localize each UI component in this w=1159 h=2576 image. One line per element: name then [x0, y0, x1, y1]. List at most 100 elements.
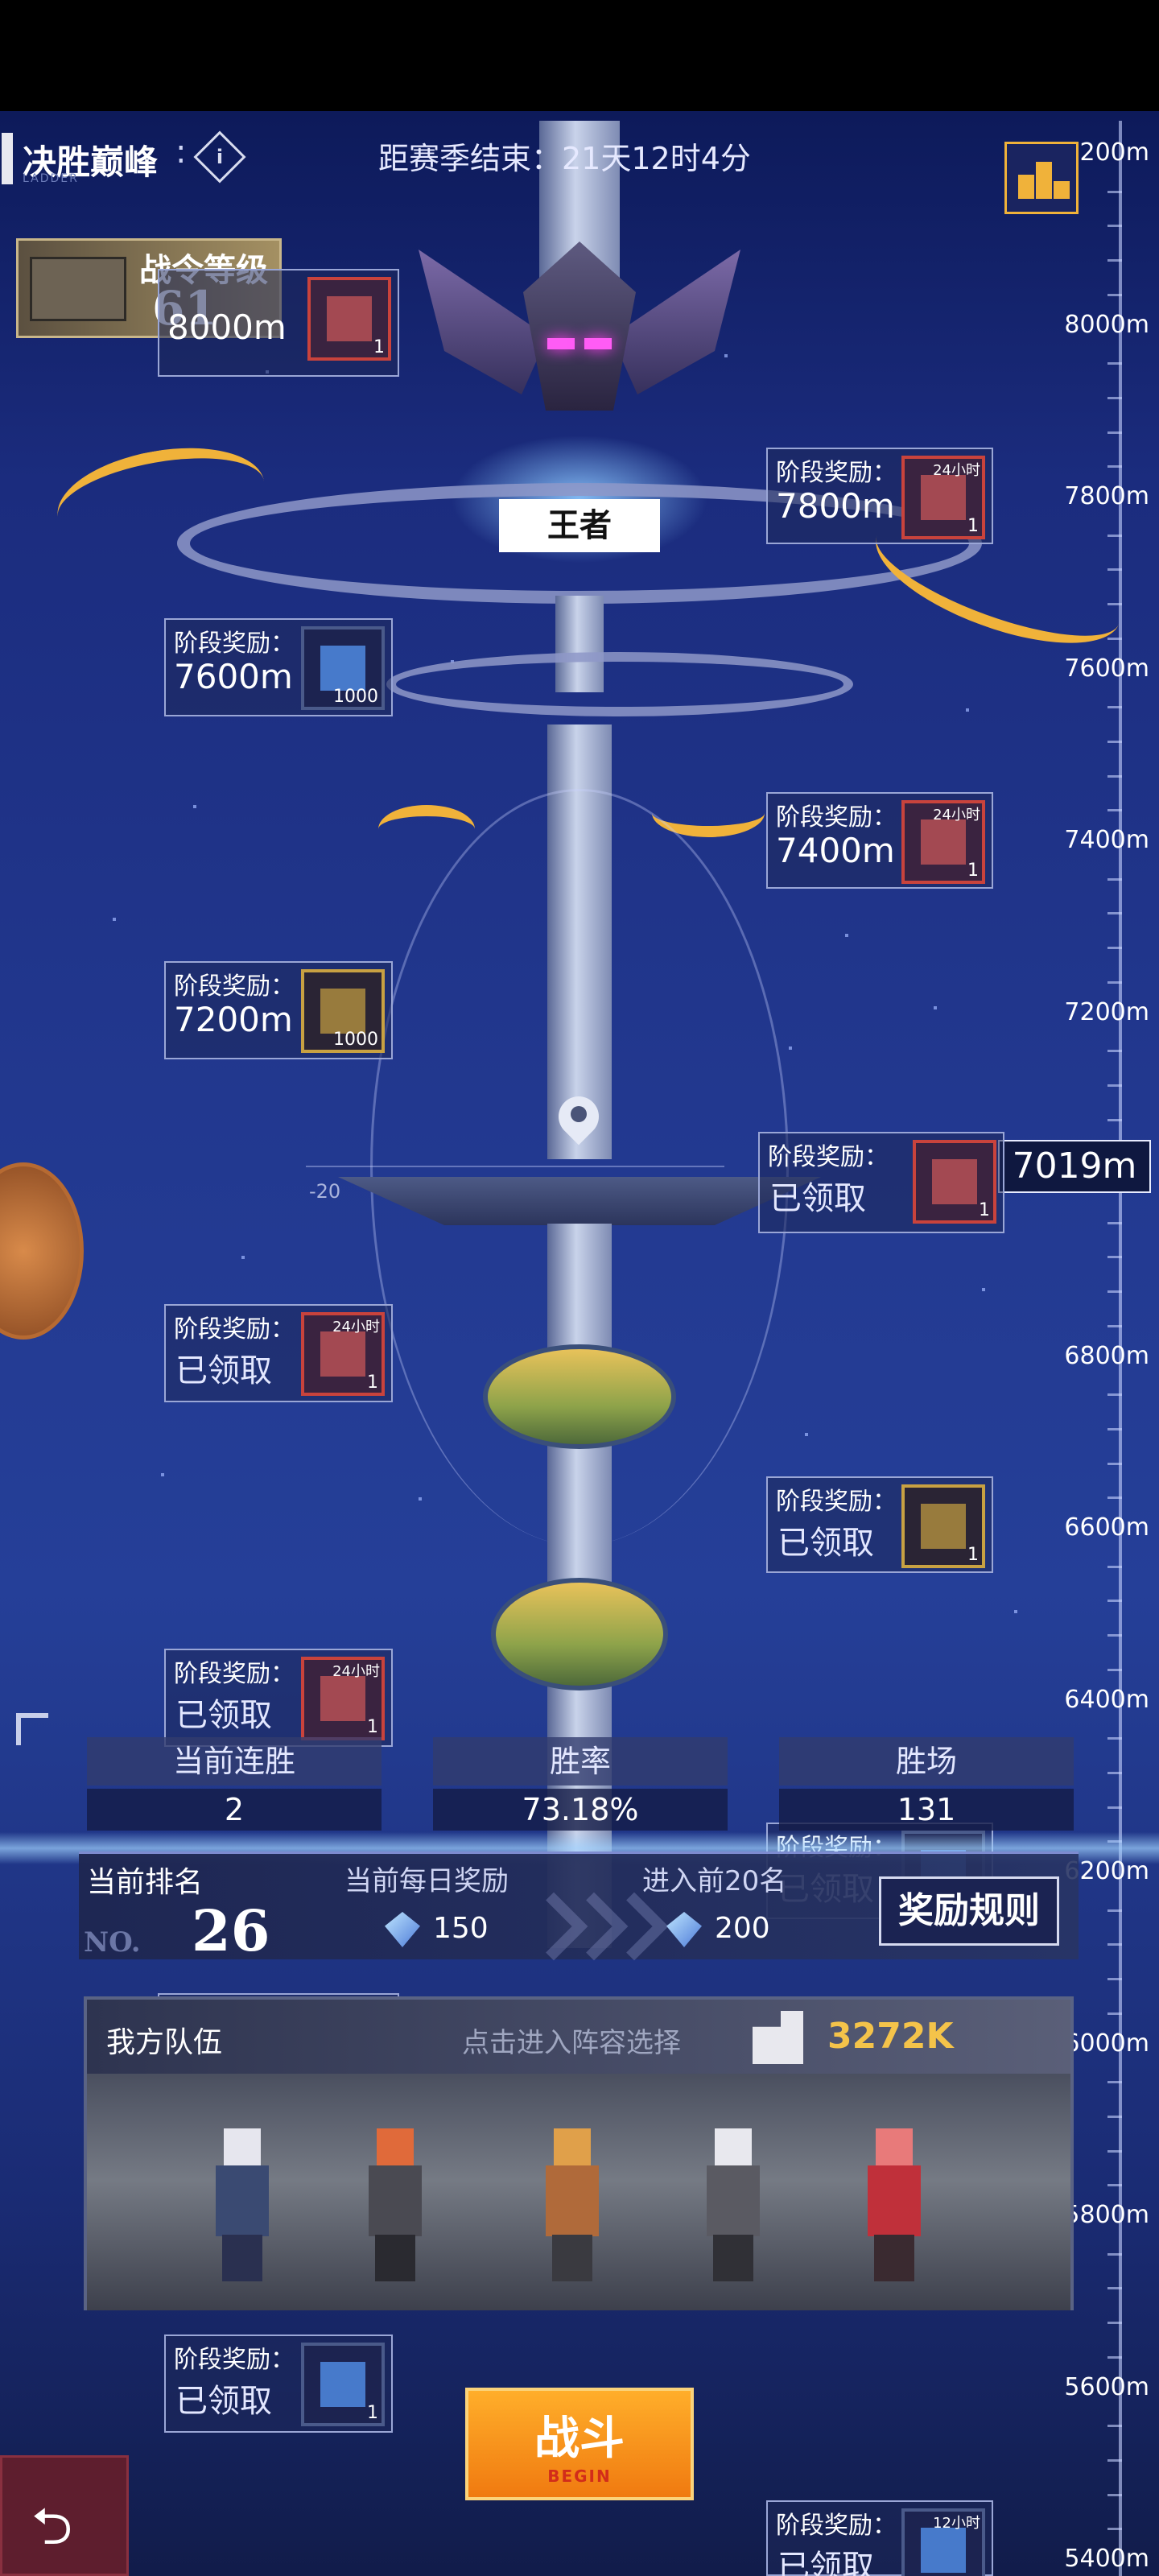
item-count: 1 [967, 516, 979, 536]
altitude-tick: 5600m [1064, 2372, 1149, 2401]
item-count: 1000 [333, 687, 378, 707]
team-header: 我方队伍 点击进入阵容选择 3272K [87, 2000, 1070, 2074]
reward-item-icon: 1 [913, 1140, 996, 1224]
team-select-hint[interactable]: 点击进入阵容选择 [462, 2027, 681, 2059]
star [113, 918, 116, 921]
star [161, 1473, 164, 1476]
back-button[interactable]: ⮌ [0, 2455, 129, 2576]
altitude-minor-tick [1107, 603, 1122, 606]
altitude-minor-tick [1107, 1634, 1122, 1637]
crown-core [523, 242, 636, 411]
reward-rules-button[interactable]: 奖励规则 [879, 1876, 1059, 1946]
hero-armored-soldier[interactable] [208, 2128, 277, 2281]
current-altitude: 7019m [998, 1140, 1151, 1193]
item-glyph [921, 1504, 966, 1549]
altitude-minor-tick [1107, 2184, 1122, 2187]
team-title: 我方队伍 [106, 2026, 223, 2059]
gem-icon [385, 1912, 420, 1947]
altitude-minor-tick [1107, 912, 1122, 915]
star [982, 1288, 985, 1291]
item-glyph [921, 475, 966, 520]
hero-head [876, 2128, 913, 2167]
item-count: 1 [967, 1545, 979, 1565]
item-count: 1 [967, 861, 979, 881]
item-glyph [932, 1159, 977, 1204]
reward-altitude: 8000m [167, 308, 287, 347]
reward-altitude: 已领取 [777, 1525, 874, 1562]
stage-reward[interactable]: 阶段奖励： 已领取 1 [758, 1132, 1004, 1233]
team-panel[interactable]: 我方队伍 点击进入阵容选择 3272K [84, 1996, 1074, 2310]
streak-value: 2 [87, 1789, 382, 1831]
rank-podium-icon[interactable] [1004, 142, 1079, 214]
item-duration-tag: 24小时 [933, 462, 980, 479]
frame-corner [16, 1713, 48, 1745]
rank-no-prefix: NO. [84, 1926, 141, 1959]
altitude-minor-tick [1107, 362, 1122, 365]
hero-red-hair-fighter[interactable] [361, 2128, 430, 2281]
reward-item-icon: 12小时 [901, 2508, 985, 2576]
king-label: 王者 [499, 499, 660, 552]
hero-legs [375, 2235, 415, 2281]
position-axis [306, 1166, 724, 1167]
altitude-minor-tick [1107, 1771, 1122, 1774]
altitude-minor-tick [1107, 1600, 1122, 1603]
altitude-minor-tick [1107, 1496, 1122, 1500]
winrate-value: 73.18% [433, 1789, 728, 1831]
hero-white-hair-snake[interactable] [699, 2128, 768, 2281]
ranking-panel: 当前排名 NO. 26 当前每日奖励 150 进入前20名 200 奖励规则 [79, 1852, 1079, 1964]
item-count: 1 [367, 1373, 378, 1393]
star [1014, 1610, 1017, 1613]
title-colon: : [175, 134, 187, 171]
hero-blonde-brawler[interactable] [538, 2128, 607, 2281]
reward-altitude: 已领取 [769, 1180, 866, 1217]
altitude-minor-tick [1107, 740, 1122, 743]
item-glyph [320, 2362, 365, 2407]
altitude-minor-tick [1107, 1118, 1122, 1121]
top20-label: 进入前20名 [642, 1865, 787, 1897]
altitude-minor-tick [1107, 2528, 1122, 2531]
altitude-minor-tick [1107, 2458, 1122, 2462]
altitude-minor-tick [1107, 568, 1122, 572]
star [966, 708, 969, 712]
altitude-minor-tick [1107, 1221, 1122, 1224]
hero-body [546, 2165, 599, 2236]
altitude-minor-tick [1107, 1427, 1122, 1430]
reward-altitude: 已领取 [777, 2549, 874, 2576]
altitude-minor-tick [1107, 2322, 1122, 2325]
fight-button[interactable]: 战斗 BEGIN [465, 2388, 694, 2500]
stage-reward[interactable]: 8000m 1 [158, 269, 399, 377]
altitude-minor-tick [1107, 534, 1122, 537]
reward-altitude: 7600m [174, 657, 293, 696]
reward-item-icon: 1000 [301, 969, 385, 1053]
header-accent-bar [2, 133, 13, 184]
hero-legs [222, 2235, 262, 2281]
daily-reward-amount: 150 [433, 1912, 489, 1945]
hero-pink-horn-girl[interactable] [860, 2128, 929, 2281]
altitude-minor-tick [1107, 431, 1122, 434]
item-count: 1 [373, 337, 385, 357]
reward-label: 阶段奖励： [768, 1143, 889, 1171]
star [805, 1433, 808, 1436]
altitude-minor-tick [1107, 1978, 1122, 1981]
winrate-label: 胜率 [433, 1737, 728, 1785]
altitude-minor-tick [1107, 2287, 1122, 2290]
streak-label: 当前连胜 [87, 1737, 382, 1785]
hero-legs [552, 2235, 592, 2281]
altitude-minor-tick [1107, 190, 1122, 193]
altitude-minor-tick [1107, 980, 1122, 984]
reward-altitude: 7800m [776, 486, 895, 526]
wins-label: 胜场 [779, 1737, 1074, 1785]
status-bar [0, 0, 1159, 111]
